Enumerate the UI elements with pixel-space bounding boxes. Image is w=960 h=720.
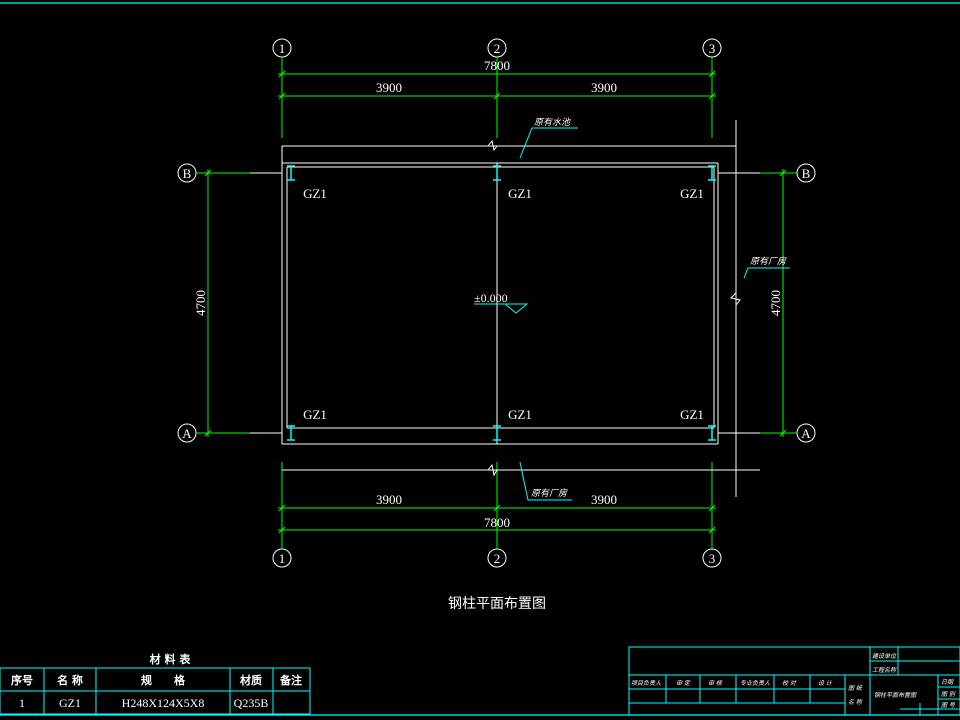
material-header-spec: 规 格 xyxy=(141,673,186,687)
column-marker xyxy=(287,165,295,181)
title-block-sign-label: 项目负责人 xyxy=(631,679,661,687)
column-labels: GZ1 GZ1 GZ1 GZ1 GZ1 GZ1 xyxy=(303,186,704,422)
grid-label-row-b-right: B xyxy=(802,166,811,181)
material-table-title: 材 料 表 xyxy=(150,652,192,666)
material-cell: 1 xyxy=(19,696,25,710)
grid-label-col-2-bottom: 2 xyxy=(494,551,501,566)
callout-bottom-label: 原有厂房 xyxy=(531,488,568,499)
elevation-mark: ±0.000 xyxy=(474,291,529,314)
title-block: 建设单位 工程名称 项目负责人 审 定 审 核 专业负责人 校 对 设 计 图 … xyxy=(628,646,960,716)
title-block-sheet-label: 名 称 xyxy=(848,698,863,706)
grid-label-row-a-right: A xyxy=(801,426,811,441)
title-block-sheet-label: 图 纸 xyxy=(848,684,863,692)
column-label: GZ1 xyxy=(303,407,327,422)
grid-bubble-stems xyxy=(196,57,797,549)
grid-label-col-2-top: 2 xyxy=(494,41,501,56)
title-block-project-label: 工程名称 xyxy=(872,666,897,674)
drawing-title: 钢柱平面布置图 xyxy=(448,596,546,612)
grid-label-col-3-top: 3 xyxy=(709,41,716,56)
grid-label-row-b-left: B xyxy=(183,166,192,181)
column-label: GZ1 xyxy=(680,186,704,201)
material-header-material: 材质 xyxy=(240,673,262,687)
dim-top-right: 3900 xyxy=(591,80,617,95)
material-header-name: 名 称 xyxy=(57,673,83,687)
material-cell: Q235B xyxy=(234,696,269,710)
column-marker xyxy=(708,165,716,181)
column-marker xyxy=(493,425,501,441)
elevation-label: ±0.000 xyxy=(474,291,508,305)
material-header-remark: 备注 xyxy=(279,673,302,687)
callout-right-label: 原有厂房 xyxy=(750,256,787,267)
callout-leader-right xyxy=(743,267,790,279)
building-outline xyxy=(250,120,760,497)
column-marker xyxy=(708,425,716,441)
title-block-sign-label: 校 对 xyxy=(782,679,797,687)
dimension-lines xyxy=(204,70,787,534)
material-header-no: 序号 xyxy=(11,673,33,687)
dim-left-height: 4700 xyxy=(193,290,208,316)
title-block-client-label: 建设单位 xyxy=(872,652,897,660)
material-cell: GZ1 xyxy=(59,696,81,710)
title-block-right-label: 图 号 xyxy=(941,702,956,709)
column-label: GZ1 xyxy=(303,186,327,201)
callout-leader-bottom xyxy=(519,461,572,501)
material-table: 材 料 表 序号 名 称 规 格 材质 备注 1 GZ1 H248X124X5X… xyxy=(0,652,311,715)
title-block-sign-label: 设 计 xyxy=(818,679,833,687)
dimension-labels: 7800 3900 3900 3900 3900 7800 4700 4700 xyxy=(193,58,783,530)
callout-leader-top xyxy=(519,127,578,159)
dim-bottom-left: 3900 xyxy=(376,492,402,507)
dim-top-total: 7800 xyxy=(484,58,510,73)
title-block-sheet-name: 钢柱平面布置图 xyxy=(874,691,917,699)
grid-labels: 1 2 3 1 2 3 B B A A xyxy=(182,41,811,566)
title-block-right-label: 图 别 xyxy=(941,691,956,698)
grid-label-col-1-top: 1 xyxy=(279,41,286,56)
title-block-right-label: 日期 xyxy=(941,679,954,686)
column-markers xyxy=(287,165,716,441)
dim-right-height: 4700 xyxy=(768,290,783,316)
material-cell: H248X124X5X8 xyxy=(122,696,205,710)
callouts: 原有水池 原有厂房 原有厂房 xyxy=(519,117,790,501)
grid-label-col-3-bottom: 3 xyxy=(709,551,716,566)
dim-bottom-right: 3900 xyxy=(591,492,617,507)
column-label: GZ1 xyxy=(508,407,532,422)
callout-top-label: 原有水池 xyxy=(534,117,571,128)
column-label: GZ1 xyxy=(680,407,704,422)
title-block-sign-label: 审 定 xyxy=(676,679,691,687)
column-marker xyxy=(287,425,295,441)
dim-bottom-total: 7800 xyxy=(484,515,510,530)
dim-top-left: 3900 xyxy=(376,80,402,95)
grid-label-row-a-left: A xyxy=(182,426,192,441)
grid-label-col-1-bottom: 1 xyxy=(279,551,286,566)
column-marker xyxy=(493,165,501,181)
title-block-sign-label: 专业负责人 xyxy=(740,679,770,687)
title-block-sign-label: 审 核 xyxy=(708,679,723,687)
column-label: GZ1 xyxy=(508,186,532,201)
